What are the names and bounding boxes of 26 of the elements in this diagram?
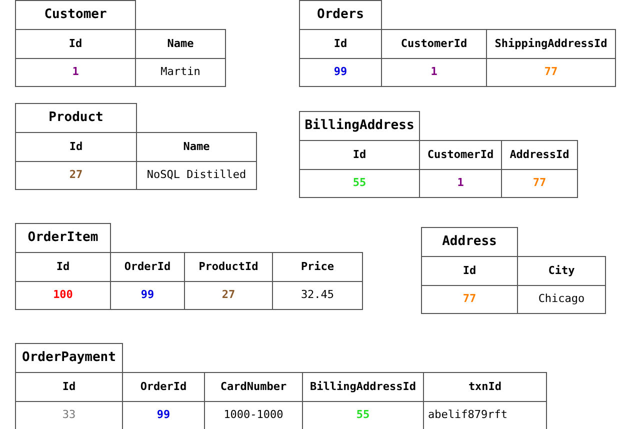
table-cell: 99 — [299, 58, 382, 87]
table-title: Orders — [299, 0, 382, 30]
table-cell: 77 — [486, 58, 616, 87]
table-cell: 100 — [15, 280, 111, 310]
table-cell: Chicago — [517, 284, 606, 314]
column-header: ShippingAddressId — [486, 29, 616, 58]
column-header: txnId — [423, 372, 547, 402]
table-cell: 27 — [15, 160, 137, 190]
column-header: Name — [136, 132, 257, 162]
table-title: Customer — [15, 0, 136, 30]
table-cell: 55 — [299, 168, 420, 198]
column-header: AddressId — [501, 140, 578, 170]
column-header: City — [517, 256, 606, 286]
table-title: Address — [421, 227, 518, 257]
table-cell: 77 — [501, 168, 578, 198]
table-cell: 1 — [15, 58, 136, 87]
table-cell: NoSQL Distilled — [136, 160, 257, 190]
table-cell: 32.45 — [272, 280, 363, 310]
table-title: BillingAddress — [299, 111, 420, 141]
table-cell: 77 — [421, 284, 518, 314]
table-title: OrderItem — [15, 223, 111, 253]
column-header: Name — [135, 29, 226, 58]
column-header: Price — [272, 252, 363, 282]
table-title: Product — [15, 103, 137, 133]
table-title: OrderPayment — [15, 343, 123, 373]
table-cell: Martin — [135, 58, 226, 87]
